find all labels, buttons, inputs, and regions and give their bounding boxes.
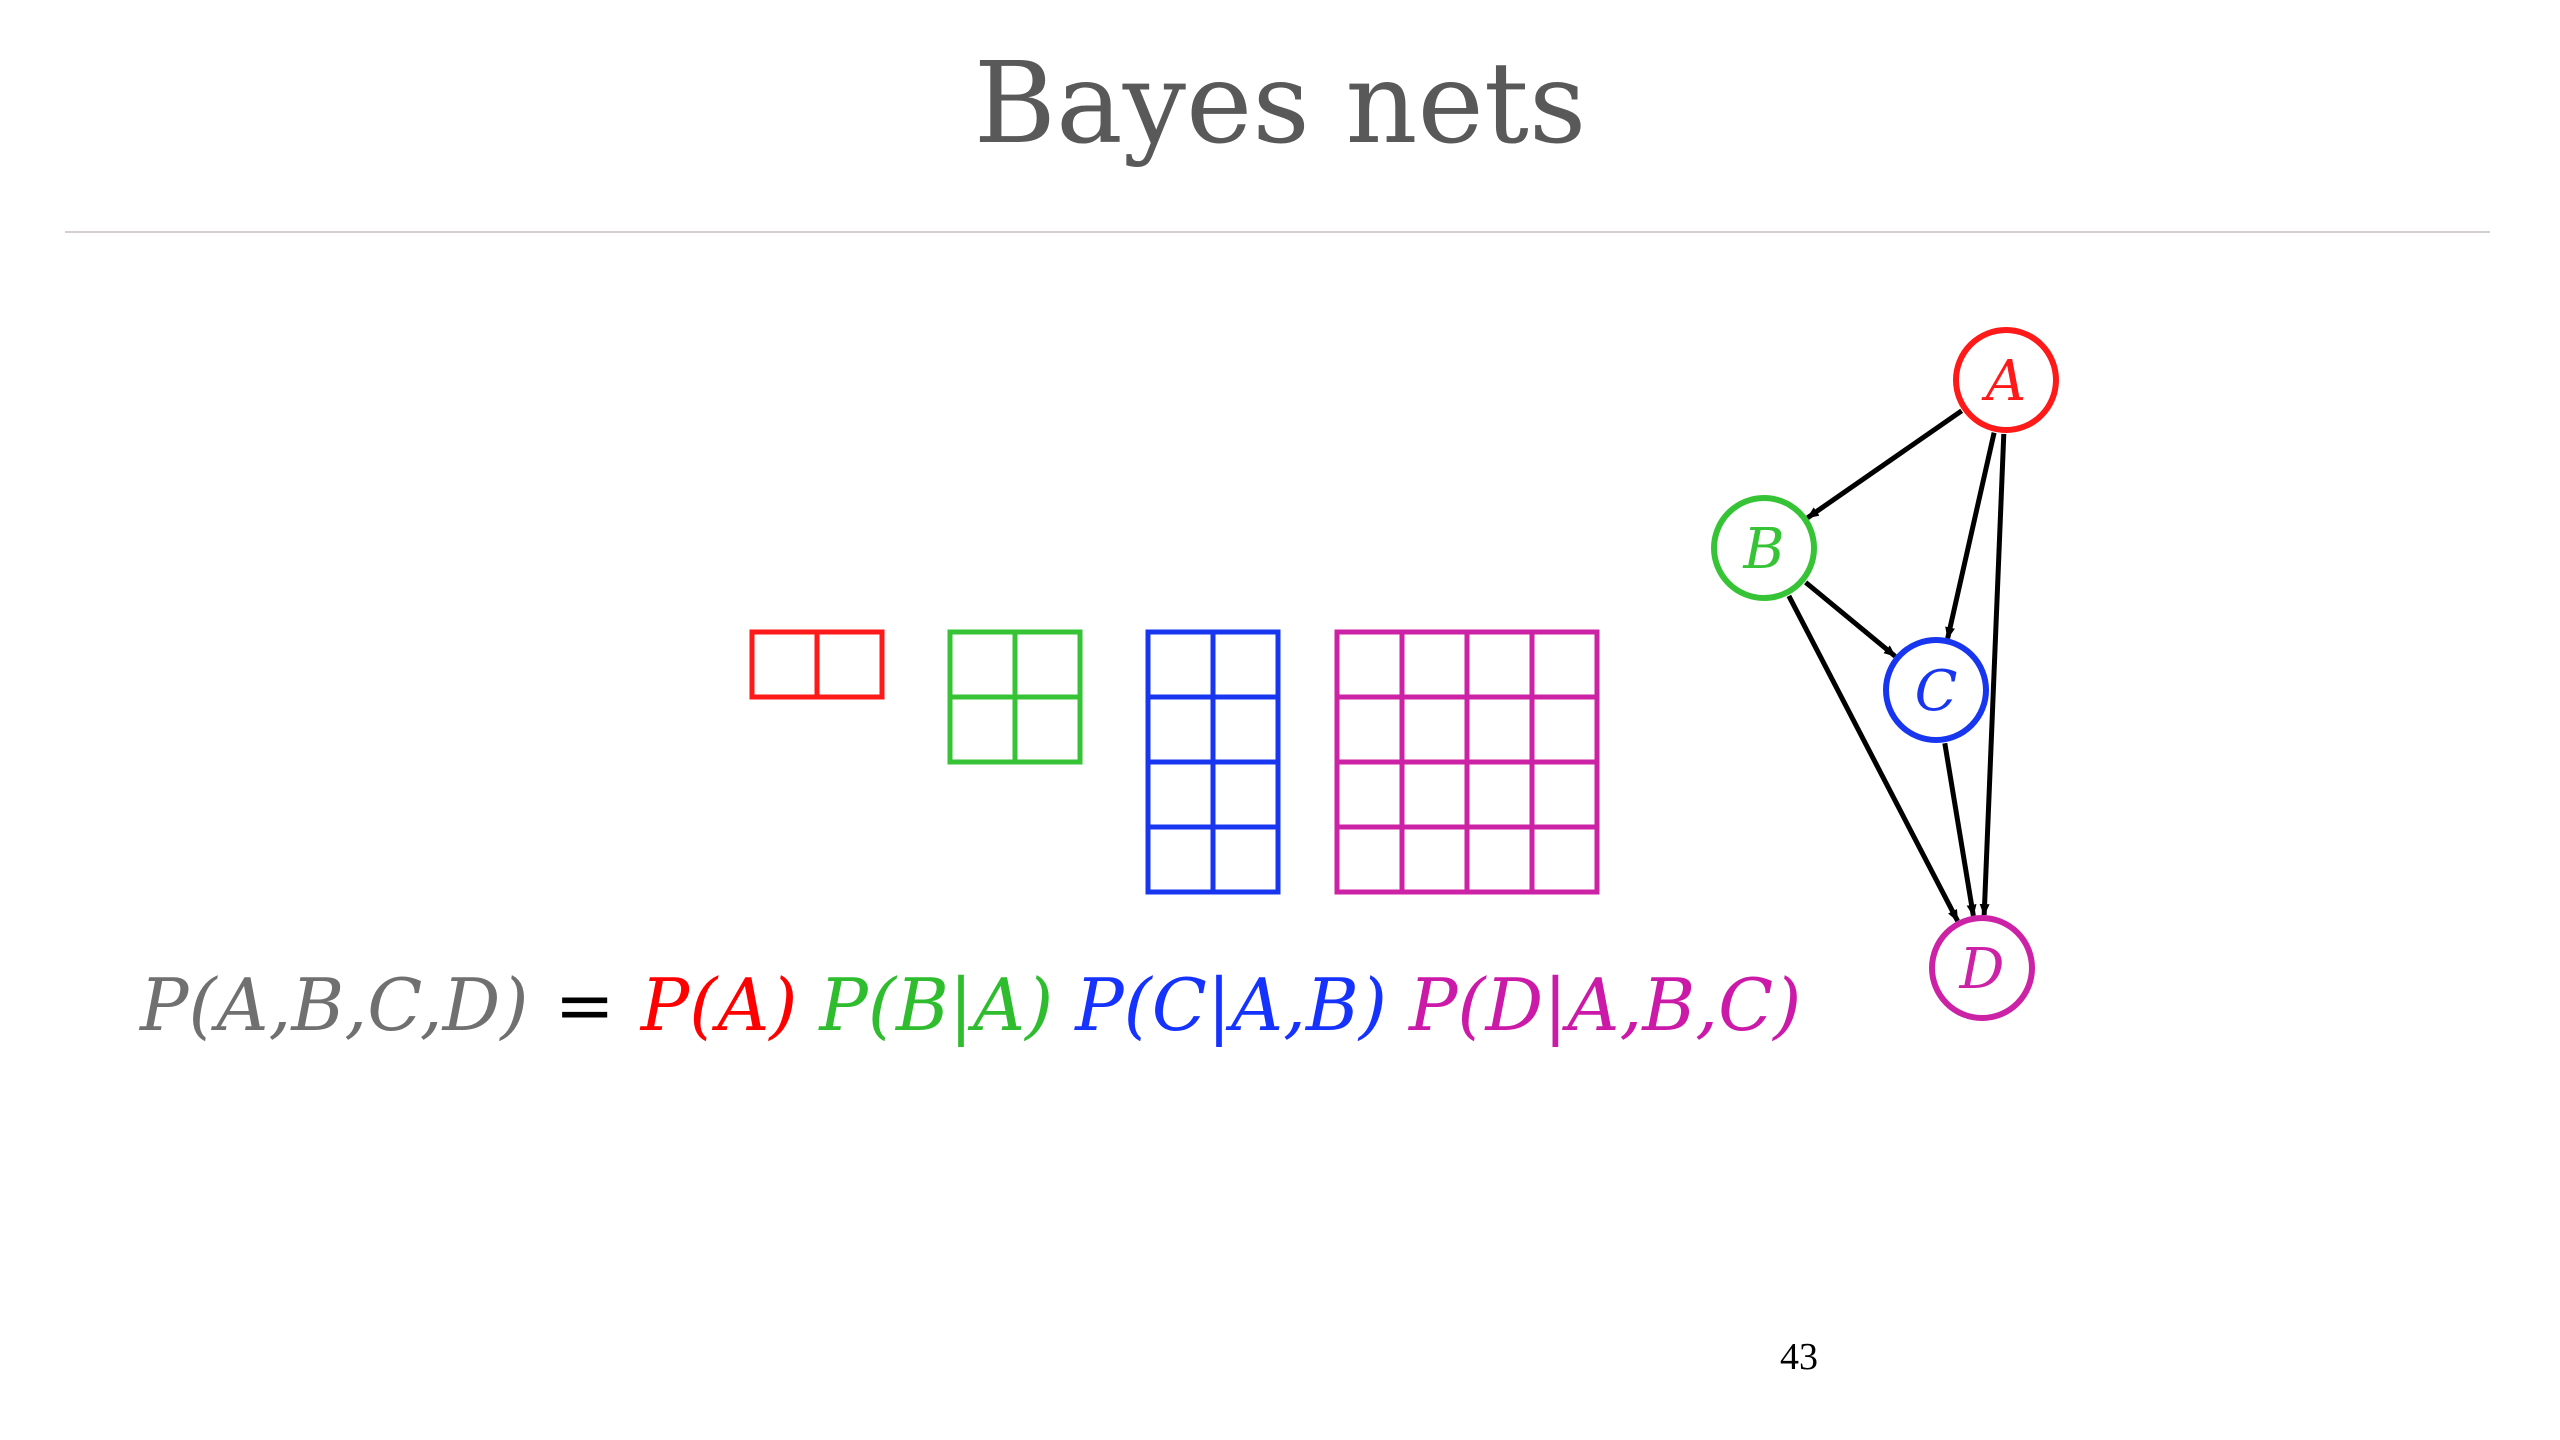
node-a: A <box>1953 327 2059 433</box>
page-number: 43 <box>1780 1336 1818 1378</box>
table-cell <box>1529 824 1600 895</box>
node-c: C <box>1883 637 1989 743</box>
table-cell <box>1399 824 1470 895</box>
table-cell <box>1334 824 1405 895</box>
table-cell <box>1464 759 1535 830</box>
table-cell <box>1012 629 1083 700</box>
edge-c-d <box>1942 742 1977 917</box>
table-cell <box>1399 759 1470 830</box>
node-label: C <box>1915 659 1958 724</box>
table-cell <box>1210 824 1281 895</box>
table-cell <box>749 629 820 700</box>
table-cell <box>1145 629 1216 700</box>
table-b <box>947 629 1083 765</box>
equals-sign: = <box>554 963 615 1047</box>
node-label: A <box>1981 349 2026 414</box>
slide-title: Bayes nets <box>973 39 1587 169</box>
factor-d: P(D|A,B,C) <box>1408 963 1802 1047</box>
table-cell <box>1529 694 1600 765</box>
node-label: D <box>1959 937 2005 1002</box>
table-cell <box>1210 694 1281 765</box>
table-cell <box>1210 629 1281 700</box>
table-cell <box>1464 694 1535 765</box>
node-d: D <box>1929 915 2035 1021</box>
node-circle <box>1929 915 2035 1021</box>
table-cell <box>1334 629 1405 700</box>
edge-a-b <box>1806 408 1964 520</box>
table-cell <box>1145 824 1216 895</box>
table-cell <box>1334 759 1405 830</box>
edge-a-c <box>1945 432 1997 640</box>
table-cell <box>814 629 885 700</box>
table-cell <box>1529 629 1600 700</box>
edge-b-c <box>1804 580 1897 659</box>
table-c <box>1145 629 1281 895</box>
graph-nodes: A B C D <box>1711 327 2059 1021</box>
factor-b: P(B|A) <box>819 963 1054 1047</box>
node-circle <box>1711 495 1817 601</box>
table-cell <box>1145 694 1216 765</box>
node-circle <box>1883 637 1989 743</box>
table-cell <box>1529 759 1600 830</box>
table-cell <box>1145 759 1216 830</box>
node-circle <box>1953 327 2059 433</box>
table-cell <box>1399 694 1470 765</box>
table-cell <box>947 694 1018 765</box>
table-a <box>749 629 885 700</box>
table-cell <box>1464 824 1535 895</box>
probability-tables <box>749 629 1600 895</box>
table-cell <box>1334 694 1405 765</box>
node-label: B <box>1742 517 1784 582</box>
joint-probability: P(A,B,C,D) <box>140 963 529 1047</box>
factorization-equation: P(A,B,C,D) = P(A)P(B|A)P(C|A,B)P(D|A,B,C) <box>140 960 1801 1050</box>
table-cell <box>947 629 1018 700</box>
factor-a: P(A) <box>640 963 798 1047</box>
table-cell <box>1399 629 1470 700</box>
edge-a-d <box>1979 433 2007 917</box>
factor-c: P(C|A,B) <box>1075 963 1387 1047</box>
table-cell <box>1464 629 1535 700</box>
graph-edges <box>1786 408 2007 923</box>
table-cell <box>1012 694 1083 765</box>
edge-b-d <box>1786 594 1960 923</box>
title-divider <box>65 231 2490 233</box>
table-cell <box>1210 759 1281 830</box>
table-d <box>1334 629 1600 895</box>
node-b: B <box>1711 495 1817 601</box>
